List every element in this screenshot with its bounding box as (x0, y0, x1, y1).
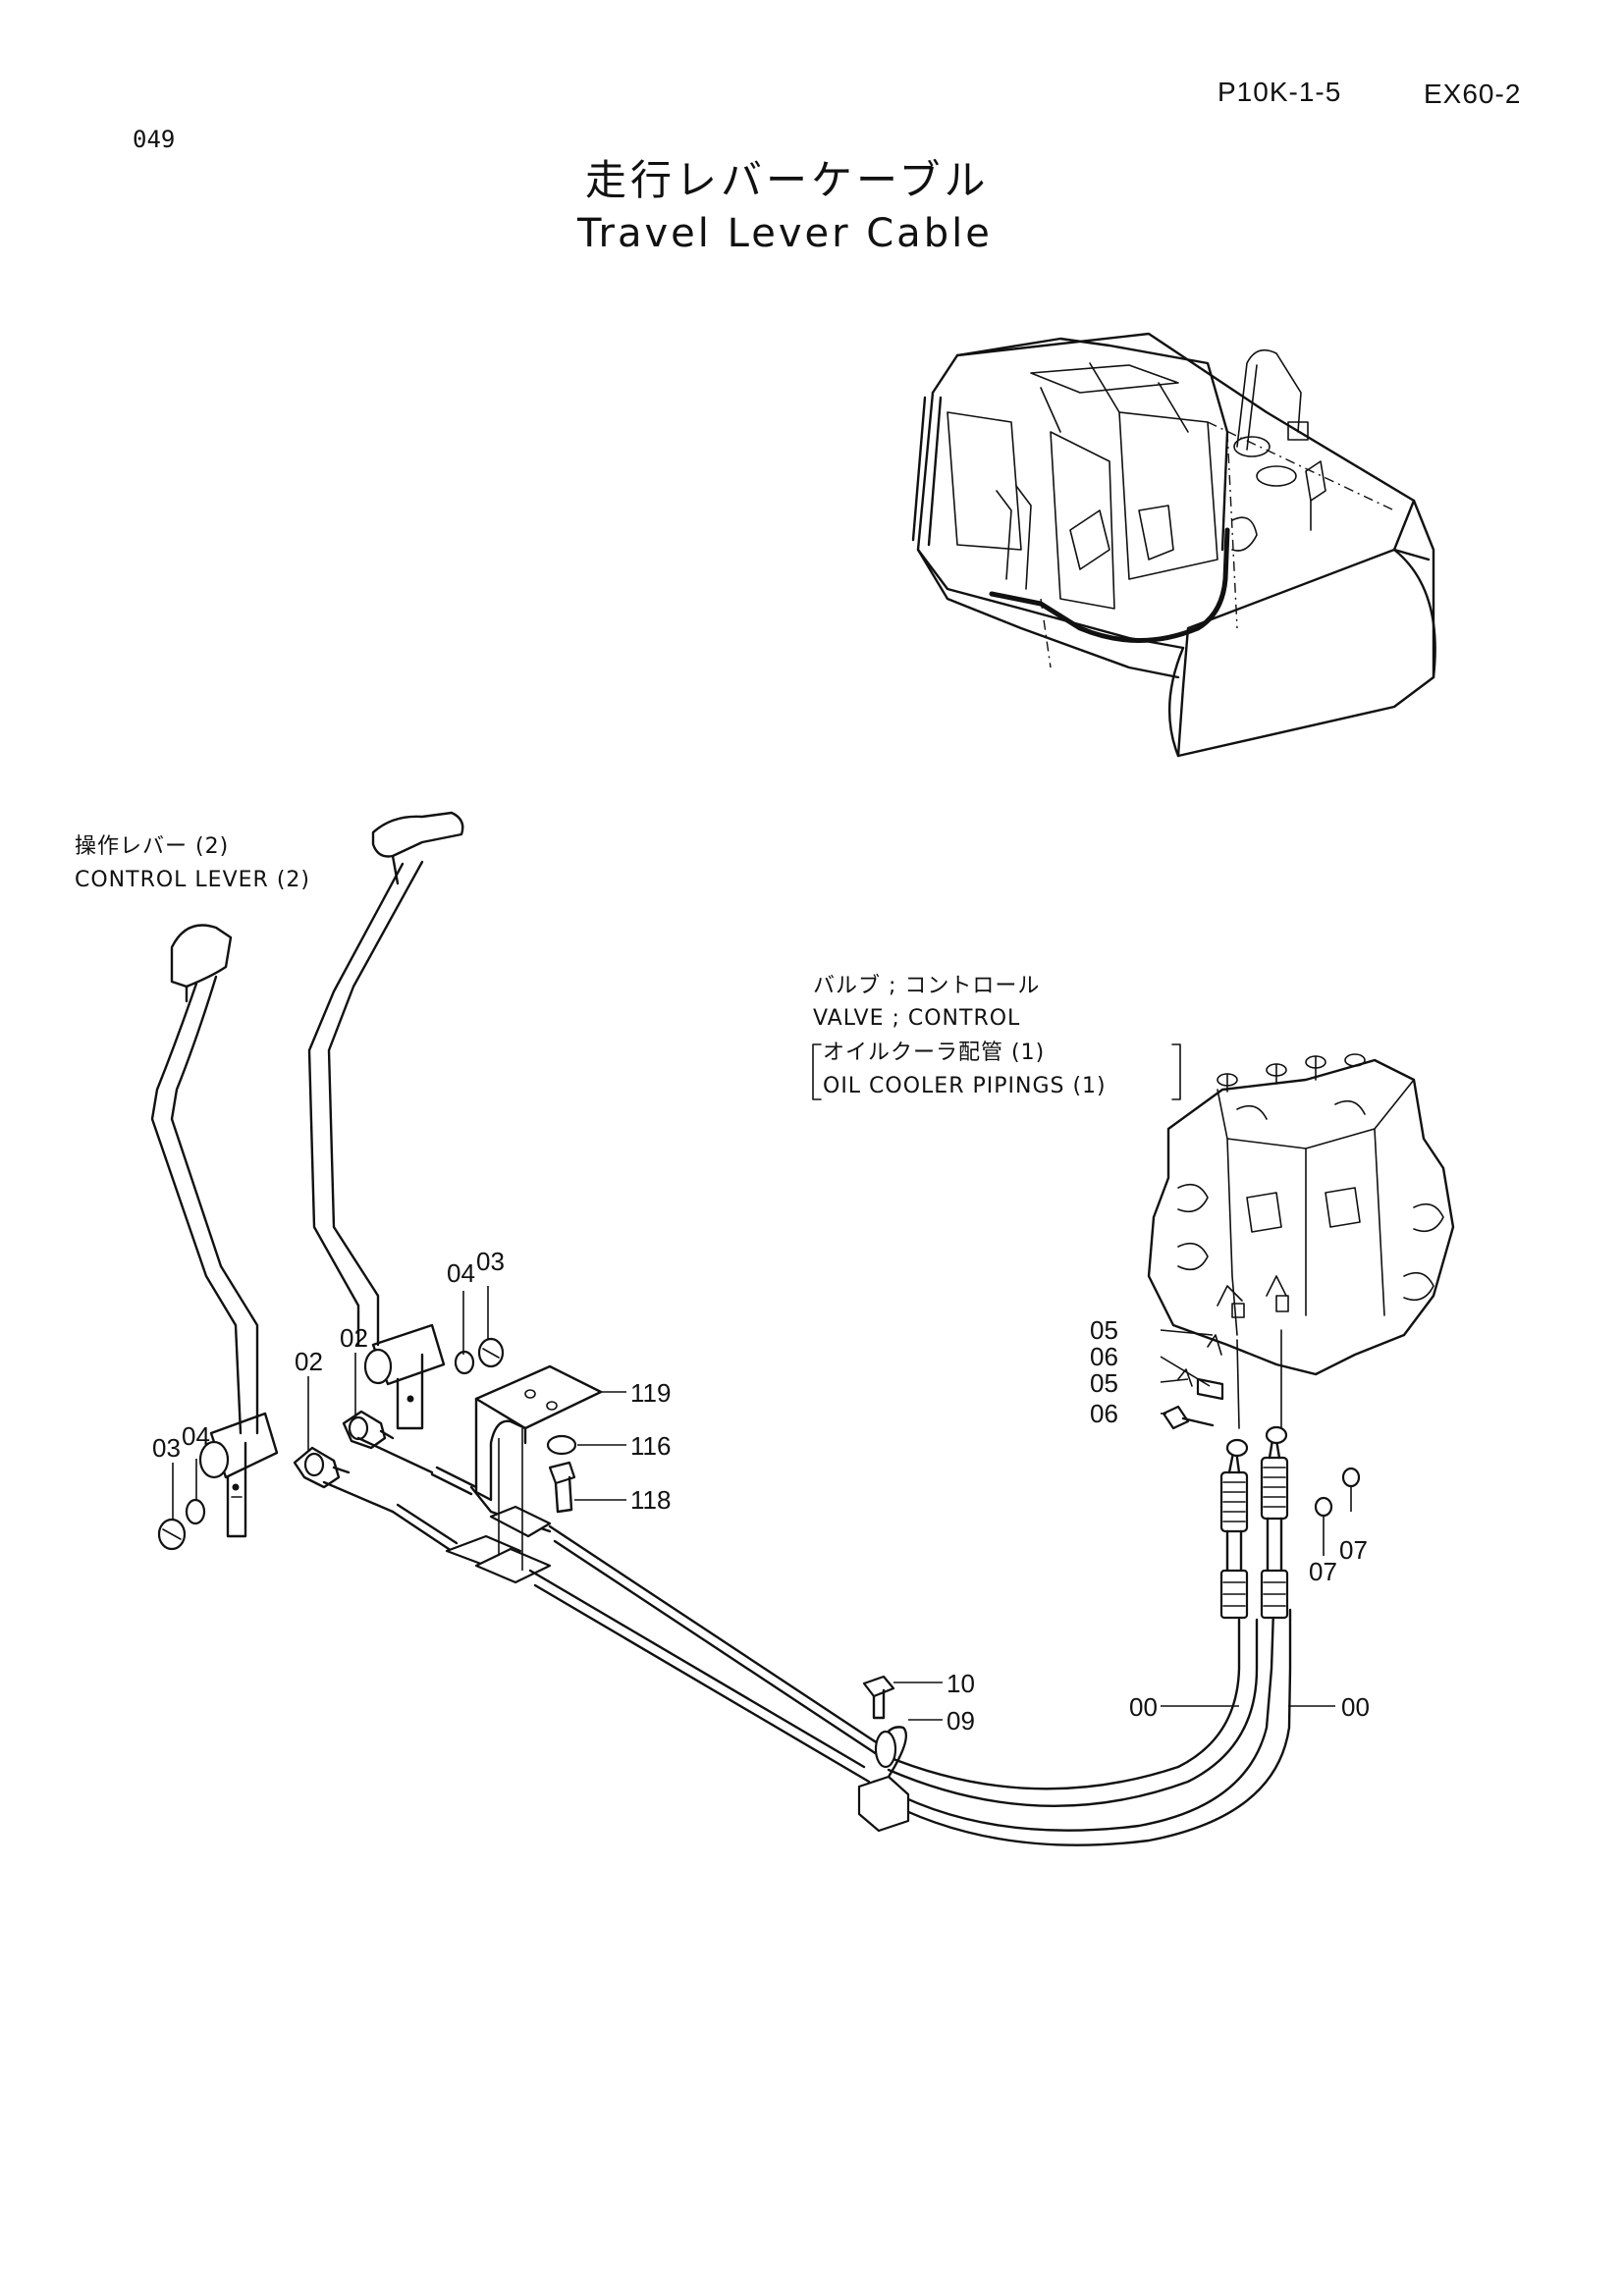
washer-116 (546, 1434, 577, 1456)
leader-lines (172, 1286, 1352, 1721)
title-english: Travel Lever Cable (577, 211, 993, 256)
machine-model: EX60-2 (1424, 79, 1522, 109)
part-number-118: 118 (630, 1485, 672, 1515)
excavator-overview-illustration (911, 332, 1436, 758)
washer-07-left (1314, 1496, 1333, 1518)
rod-end-left (293, 1446, 351, 1489)
nut-washer-right (454, 1337, 505, 1375)
part-number-10: 10 (947, 1669, 975, 1698)
part-number-116: 116 (630, 1431, 672, 1461)
part-number-07-right: 07 (1339, 1535, 1368, 1565)
cable-end-left (1219, 1438, 1249, 1620)
part-number-02-left: 02 (295, 1347, 323, 1376)
oil-cooler-label-en: OIL COOLER PIPINGS (1) (823, 1074, 1107, 1098)
bolt-118 (548, 1461, 576, 1514)
cable-bracket (474, 1364, 603, 1502)
part-number-09: 09 (947, 1706, 975, 1735)
cable-clamp (857, 1726, 910, 1833)
part-number-06-top: 06 (1090, 1342, 1118, 1371)
bolt-10 (862, 1675, 895, 1720)
oil-cooler-label-jp: オイルクーラ配管 (1) (823, 1041, 1046, 1065)
part-number-04-right: 04 (447, 1258, 475, 1288)
part-number-00-right: 00 (1341, 1692, 1370, 1722)
washer-07-right (1341, 1467, 1361, 1488)
cable-end-right (1260, 1425, 1289, 1620)
cable-upper (356, 1436, 1259, 1807)
bracket-right (1171, 1043, 1181, 1100)
nut-washer-left (157, 1498, 206, 1551)
part-number-00-left: 00 (1129, 1692, 1158, 1722)
bracket-left (812, 1043, 822, 1100)
part-number-02-right: 02 (340, 1323, 368, 1353)
control-lever-right (307, 811, 464, 1430)
page-code: 049 (133, 126, 176, 153)
part-number-05-top: 05 (1090, 1315, 1118, 1345)
title-japanese: 走行レバーケーブル (585, 156, 990, 204)
part-number-119: 119 (630, 1378, 672, 1408)
part-number-07-left: 07 (1309, 1557, 1337, 1586)
part-number-03-right: 03 (476, 1247, 505, 1276)
control-lever-label-jp: 操作レバー (2) (75, 834, 230, 859)
valve-label-jp: バルブ ; コントロール (813, 974, 1041, 998)
pin-05-06 (1162, 1334, 1224, 1430)
control-lever-label-en: CONTROL LEVER (2) (75, 868, 310, 892)
part-number-03-left: 03 (152, 1433, 181, 1463)
control-valve-illustration (1147, 1053, 1455, 1376)
cable-lower (322, 1480, 1292, 1846)
catalog-reference: P10K-1-5 (1217, 77, 1342, 107)
control-lever-left (150, 924, 279, 1538)
part-number-04-left: 04 (182, 1421, 210, 1451)
part-number-06-mid: 06 (1090, 1399, 1118, 1428)
valve-label-en: VALVE ; CONTROL (813, 1006, 1021, 1031)
valve-link-left (1236, 1339, 1240, 1429)
part-number-05-mid: 05 (1090, 1368, 1118, 1398)
